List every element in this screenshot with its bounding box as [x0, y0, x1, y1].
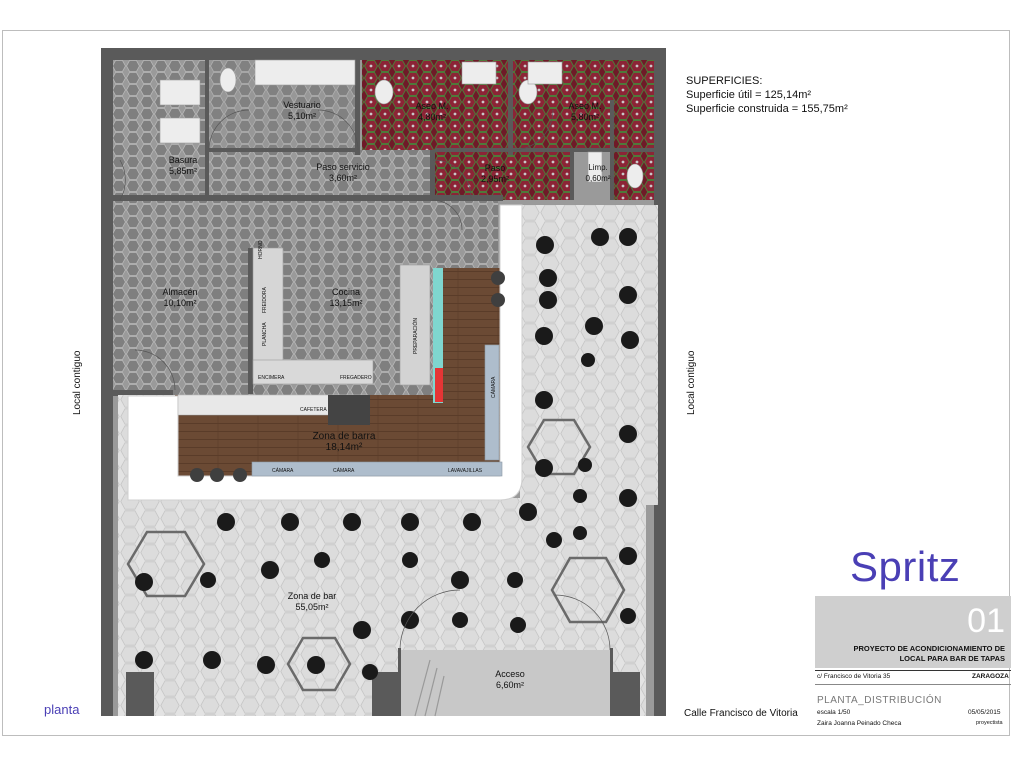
- room-area: 3,60m²: [328, 173, 357, 183]
- room-area: 10,10m²: [163, 298, 197, 308]
- almacen-floor: [113, 200, 251, 395]
- room-limp: Limp. 0,60m²: [578, 162, 618, 184]
- title-block: 01 PROYECTO DE ACONDICIONAMIENTO DE LOCA…: [815, 596, 1011, 668]
- label-local-contiguo-right: Local contiguo: [686, 350, 697, 416]
- back-cabinets: [251, 461, 503, 477]
- scale: escala 1/50: [817, 709, 851, 716]
- room-name: Vestuario: [283, 100, 321, 110]
- project-line-1: PROYECTO DE ACONDICIONAMIENTO DE: [853, 644, 1005, 653]
- label-camara-2: CÁMARA: [333, 468, 355, 474]
- kitchen-line: [252, 247, 284, 379]
- sheet-number: 01: [967, 602, 1005, 640]
- label-cafetera: CAFETERA: [300, 407, 327, 413]
- acceso-floor: [400, 650, 612, 716]
- room-area: 6,60m²: [495, 680, 524, 690]
- surfaces-info: SUPERFICIES: Superficie útil = 125,14m² …: [686, 74, 848, 116]
- surface-built: Superficie construida = 155,75m²: [686, 103, 848, 115]
- brand-logo: Spritz: [850, 543, 961, 590]
- surface-useful: Superficie útil = 125,14m²: [686, 89, 812, 101]
- room-area: 4,80m²: [417, 112, 446, 122]
- room-cocina: Cocina 13,15m²: [306, 287, 386, 309]
- label-lavavajillas: LAVAVAJILLAS: [448, 468, 483, 474]
- hall-tables: [135, 228, 639, 680]
- room-zona-barra: Zona de barra 18,14m²: [294, 431, 394, 453]
- room-aseo-1: Aseo M. 4,80m²: [392, 101, 472, 123]
- title-divider: [815, 670, 1011, 671]
- room-area: 13,15m²: [329, 298, 363, 308]
- room-zona-bar: Zona de bar 55,05m²: [262, 591, 362, 613]
- room-basura: Basura 5,85m²: [148, 155, 218, 177]
- label-encimera: ENCIMERA: [258, 375, 285, 381]
- room-almacen: Almacén 10,10m²: [140, 287, 220, 309]
- room-paso: Paso 2,95m²: [460, 163, 530, 185]
- room-paso-servicio: Paso servicio 3,60m²: [298, 162, 388, 184]
- paso-floor: [433, 150, 573, 200]
- title-divider: [815, 684, 1011, 685]
- label-fregadero: FREGADERO: [340, 375, 372, 381]
- city: ZARAGOZA: [972, 673, 1009, 680]
- label-camara-3: CÁMARA: [491, 376, 497, 398]
- address: c/ Francisco de Vitoria 35: [817, 673, 891, 680]
- sheet-name: PLANTA_DISTRIBUCIÓN: [817, 695, 942, 706]
- room-name: Paso: [484, 163, 506, 173]
- room-name: Acceso: [495, 669, 525, 679]
- room-area: 5,80m²: [570, 112, 599, 122]
- paso-servicio-floor: [208, 150, 433, 195]
- view-label: planta: [44, 702, 80, 717]
- room-name: Zona de barra: [312, 431, 376, 442]
- room-vestuario: Vestuario 5,10m²: [262, 100, 342, 122]
- coffee-machine: [328, 395, 370, 425]
- sheet-frame: [2, 30, 1010, 736]
- surfaces-title: SUPERFICIES:: [686, 75, 763, 87]
- room-name: Limp.: [588, 163, 608, 172]
- street-label: Calle Francisco de Vitoria: [684, 708, 798, 719]
- room-area: 55,05m²: [295, 602, 329, 612]
- project-line-2: LOCAL PARA BAR DE TAPAS: [899, 654, 1005, 663]
- date: 05/05/2015: [968, 709, 1001, 716]
- room-name: Almacén: [162, 287, 198, 297]
- label-plancha: PLANCHA: [262, 322, 268, 346]
- label-freidora: FREIDORA: [262, 287, 268, 313]
- room-name: Zona de bar: [287, 591, 337, 601]
- room-area: 2,95m²: [480, 174, 509, 184]
- room-aseo-2: Aseo M. 5,80m²: [545, 101, 625, 123]
- room-name: Aseo M.: [568, 101, 602, 111]
- room-acceso: Acceso 6,60m²: [470, 669, 550, 691]
- label-horno: HORNO: [258, 240, 264, 259]
- room-name: Aseo M.: [415, 101, 449, 111]
- role: proyectista: [976, 720, 1003, 726]
- room-name: Paso servicio: [316, 162, 370, 172]
- label-preparacion: PREPARACIÓN: [413, 317, 419, 354]
- author: Zaira Joanna Peinado Checa: [817, 720, 902, 727]
- room-area: 5,10m²: [287, 111, 316, 121]
- prep-table: [399, 264, 431, 386]
- room-name: Cocina: [331, 287, 360, 297]
- label-camara-1: CÁMARA: [272, 468, 294, 474]
- room-area: 0,60m²: [585, 174, 611, 183]
- label-local-contiguo-left: Local contiguo: [72, 350, 83, 416]
- room-name: Basura: [168, 155, 198, 165]
- room-area: 18,14m²: [325, 442, 363, 453]
- project-title: PROYECTO DE ACONDICIONAMIENTO DE LOCAL P…: [853, 644, 1005, 664]
- room-area: 5,85m²: [168, 166, 197, 176]
